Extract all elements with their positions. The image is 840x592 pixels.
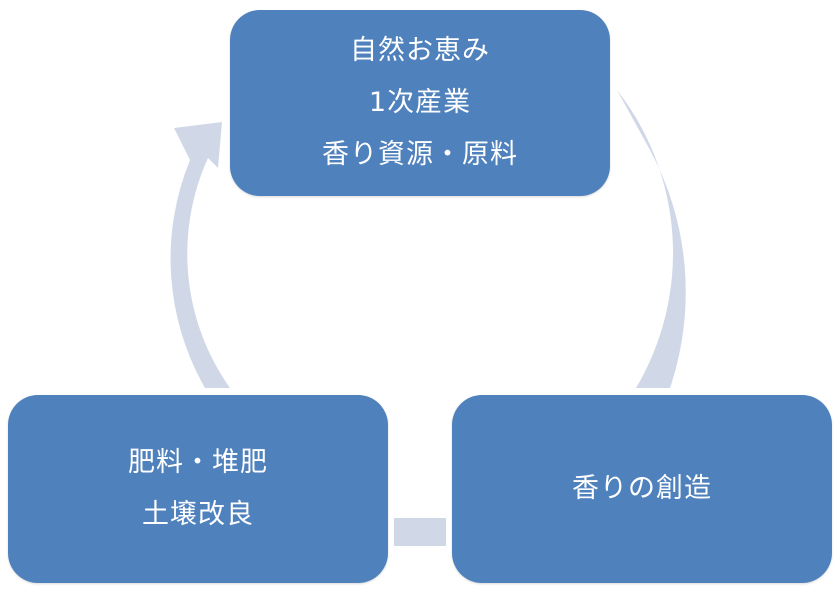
node-right-line-1: 香りの創造 [572, 473, 712, 504]
node-top-line-3: 香り資源・原料 [322, 139, 518, 170]
connector-arc-top-to-right [617, 90, 686, 388]
node-fragrance-creation: 香りの創造 [452, 395, 832, 583]
connector-arrow-left-to-top [170, 122, 230, 388]
node-fertilizer-soil: 肥料・堆肥 土壌改良 [8, 395, 388, 583]
node-left-line-1: 肥料・堆肥 [128, 447, 268, 478]
node-top-line-1: 自然お恵み [350, 35, 490, 66]
connector-bar-right-to-left [394, 518, 446, 546]
node-natural-resources: 自然お恵み 1次産業 香り資源・原料 [230, 10, 610, 196]
node-left-line-2: 土壌改良 [142, 499, 254, 530]
node-top-line-2: 1次産業 [368, 87, 472, 118]
